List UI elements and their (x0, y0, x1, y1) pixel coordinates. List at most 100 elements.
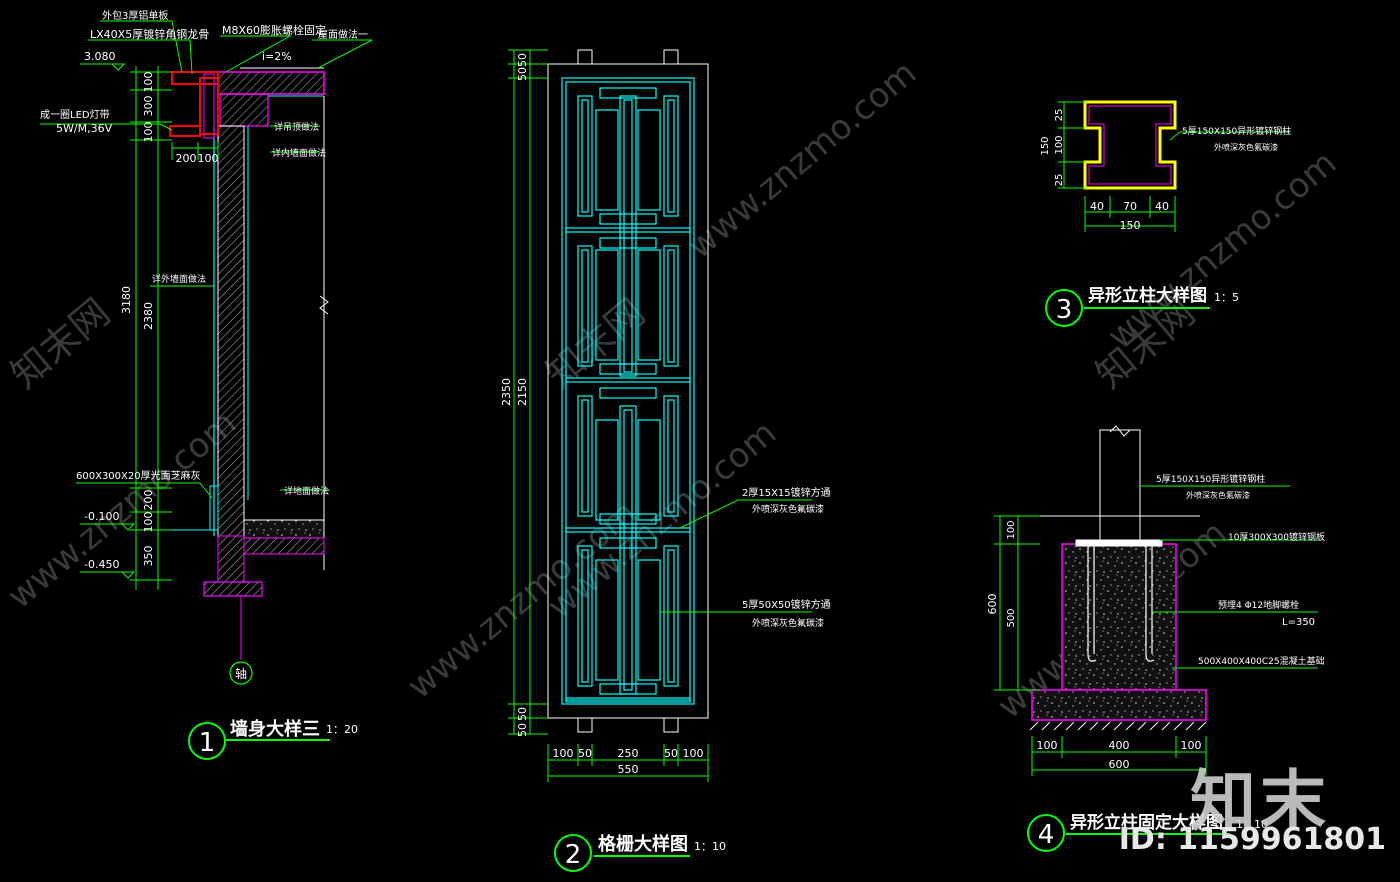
dim-text: 100 (1037, 739, 1058, 752)
dim-text: 2350 (500, 378, 513, 406)
label-slope: i=2% (262, 50, 292, 63)
grille-bar (663, 245, 679, 367)
grille-bar (663, 545, 679, 687)
roof-slab (217, 71, 325, 95)
watermark-site-cn: 知末网 (3, 290, 119, 397)
footing-base (1031, 689, 1207, 721)
dim-text: 100 (683, 747, 704, 760)
detail-scale: 1：10 (694, 840, 726, 853)
dim-text: 50 (516, 67, 529, 81)
grille-bar (565, 377, 691, 383)
footing (203, 581, 263, 597)
grille-bar (599, 87, 657, 99)
detail-bubble (554, 834, 592, 872)
dim-text: 200 (176, 152, 197, 165)
grille-bar (619, 405, 637, 695)
dim-text: 100 (1006, 520, 1017, 539)
grille-bar (637, 249, 661, 361)
dim-text: 40 (1090, 200, 1104, 213)
dim-text: 25 (1054, 174, 1065, 187)
dim-text: 25 (1054, 109, 1065, 122)
detail-title: 异形立柱固定大样图 (1070, 812, 1223, 833)
label-inner-wall: 详内墙面做法 (272, 147, 326, 159)
grille-bar (637, 559, 661, 681)
detail-scale: 1：5 (1214, 291, 1239, 304)
watermark-brand: 知末 (1190, 763, 1330, 840)
grille-bar (637, 419, 661, 521)
grille-bar (599, 213, 657, 225)
detail-bubble (1027, 814, 1065, 852)
elevation-bottom: -0.450 (84, 558, 119, 571)
label-led: 成一圈LED灯带 (40, 109, 110, 121)
dim-text: 3180 (120, 286, 133, 314)
dim-text: 100 (198, 152, 219, 165)
dim-text: 350 (142, 546, 155, 567)
dim-text: 100 (142, 512, 155, 533)
grille-pattern (561, 77, 695, 705)
detail2-title: 2 格栅大样图 1：10 (554, 833, 726, 872)
label-tube-small: 2厚15X15镀锌方通 (742, 486, 831, 499)
dim-text: 100 (1054, 135, 1065, 154)
detail1-wall-section: 轴 100 300 100 3180 2380 200 100 3 (40, 9, 373, 760)
detail-bubble (188, 722, 226, 760)
led-housing (169, 125, 201, 137)
detail-number: 4 (1038, 820, 1055, 850)
axis-label: 轴 (235, 666, 247, 681)
dim-text: 400 (1109, 739, 1130, 752)
dim-text: 100 (142, 72, 155, 93)
dim-text: 50 (516, 707, 529, 721)
wall-body (217, 125, 245, 537)
detail-scale: 1：20 (326, 723, 358, 736)
elevation-marks: 3.080 -0.100 -0.450 (80, 50, 136, 579)
steel-frame (199, 77, 219, 135)
grille-bar (599, 387, 657, 399)
detail3-title: 3 异形立柱大样图 1：5 (1045, 285, 1239, 327)
steel-column (1099, 429, 1141, 543)
detail-number: 2 (565, 840, 582, 870)
grille-bar (623, 409, 633, 691)
watermark-site: www.znzmo.com (540, 413, 784, 627)
dim-text: 550 (618, 763, 639, 776)
grille-bar (663, 95, 679, 217)
grille-bar (577, 245, 593, 367)
dim-text: 250 (618, 747, 639, 760)
dim-text: 100 (1181, 739, 1202, 752)
label-bolt: 预埋4 Φ12地脚螺栓 (1218, 599, 1299, 611)
label-column-finish: 外喷深灰色氟碳漆 (1186, 490, 1250, 500)
dim-text: 500 (1006, 608, 1017, 627)
label-ceiling: 详吊顶做法 (274, 121, 319, 133)
detail1-title: 1 墙身大样三 1：20 (188, 718, 358, 760)
label-wrap-plate: 外包3厚铝单板 (102, 9, 168, 22)
floor-base (243, 537, 325, 555)
label-roof: 屋面做法一 (318, 28, 368, 41)
detail1-leaders (40, 20, 373, 499)
detail3-column-section: 150 25 100 25 40 70 40 150 5厚150X150异形镀锌… (1040, 100, 1291, 327)
grille-bar (565, 527, 691, 533)
label-column: 5厚150X150异形镀锌钢柱 (1182, 125, 1291, 137)
elevation-top: 3.080 (84, 50, 116, 63)
grille-bar (599, 237, 657, 249)
watermark-id: ID: 1159961801 (1118, 822, 1386, 857)
grille-bar (565, 81, 691, 701)
grille-bar (599, 537, 657, 549)
detail2-grille: 50 50 2350 2150 50 50 100 50 250 50 100 … (500, 49, 831, 872)
axis-bubble (229, 661, 253, 685)
dim-text: 150 (1040, 136, 1051, 155)
grille-bar (565, 697, 691, 703)
label-plate: 10厚300X300镀锌钢板 (1228, 531, 1325, 543)
grille-bar (637, 109, 661, 211)
dim-text: 2150 (516, 378, 529, 406)
grille-bar (599, 363, 657, 375)
label-column-finish: 外喷深灰色氟碳漆 (1214, 142, 1278, 152)
label-footing: 500X400X400C25混凝土基础 (1198, 655, 1325, 667)
detail-number: 3 (1056, 295, 1073, 325)
label-led-spec: 5W/M,36V (56, 122, 113, 135)
grille-bar (581, 99, 589, 213)
stone-cladding (209, 485, 219, 531)
dim-text: 150 (1120, 219, 1141, 232)
ground-hatch (1029, 721, 1207, 731)
detail-title: 格栅大样图 (598, 833, 688, 855)
grille-bar (561, 77, 695, 705)
detail4-title: 4 异形立柱固定大样图 1：10 (1027, 812, 1268, 852)
h-column-profile (1083, 100, 1177, 190)
